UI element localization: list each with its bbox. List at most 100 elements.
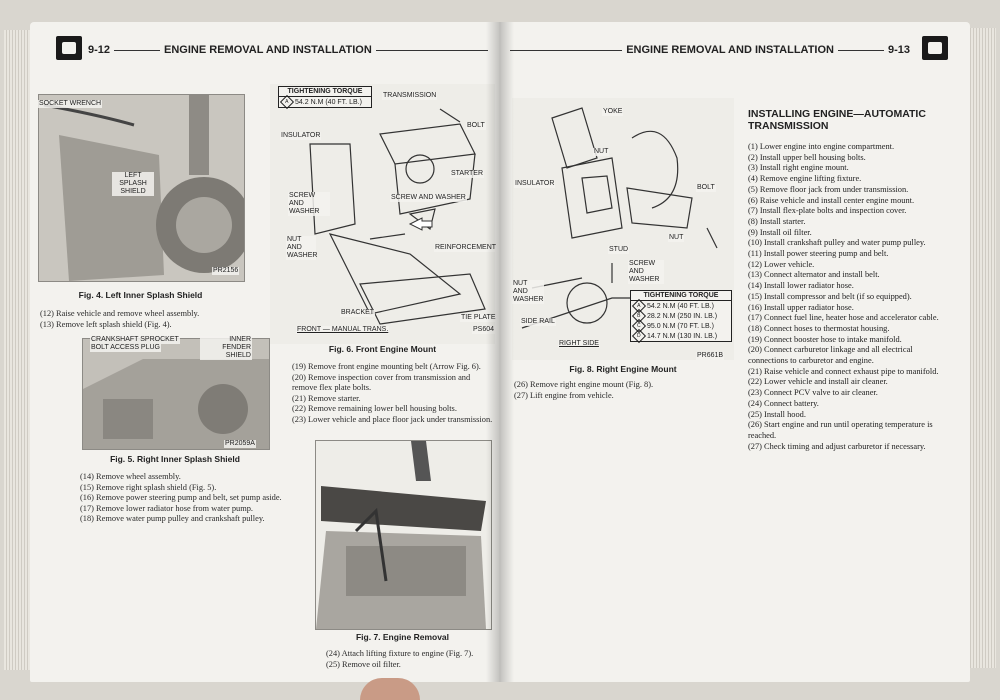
fig6-callout-insulator: INSULATOR: [280, 132, 322, 140]
paragraph: (19) Remove front engine mounting belt (…: [292, 362, 481, 371]
list-item: (11) Install power steering pump and bel…: [748, 249, 889, 259]
torque-badge-icon: D: [631, 328, 647, 344]
fig4-callout-id: PR2156: [212, 267, 240, 275]
torque-badge-icon: A: [279, 94, 295, 110]
fig6-callout-tie-plate: TIE PLATE: [460, 314, 497, 322]
fig4-caption: Fig. 4. Left Inner Splash Shield: [78, 290, 203, 300]
list-item: (20) Connect carburetor linkage and all …: [748, 345, 913, 366]
thumb: [360, 678, 420, 700]
fig5-callout-id: PR2059A: [224, 440, 256, 448]
fig8-callout-screw-and-washer: SCREW AND WASHER: [628, 260, 664, 284]
list-item: (6) Raise vehicle and install center eng…: [748, 195, 915, 205]
list-item: (13) Connect alternator and install belt…: [748, 270, 880, 280]
list-item: (17) Connect fuel line, heater hose and …: [748, 313, 939, 323]
paragraph: (16) Remove power steering pump and belt…: [80, 493, 282, 503]
fig8-callout-yoke: YOKE: [602, 108, 624, 116]
fig8-callout-insulator: INSULATOR: [514, 180, 556, 188]
paragraph: (13) Remove left splash shield (Fig. 4).: [40, 319, 172, 329]
paragraph: (20) Remove inspection cover from transm…: [292, 372, 471, 393]
section-title: INSTALLING ENGINE—AUTOMATIC TRANSMISSION: [748, 108, 926, 132]
fig4-callout-left-splash-shield: LEFT SPLASH SHIELD: [112, 172, 154, 196]
paragraph: (17) Remove lower radiator hose from wat…: [80, 503, 254, 513]
fig5-callout-crankshaft-sprocket: CRANKSHAFT SPROCKET: [90, 336, 180, 344]
fig8-callout-bolt: BOLT: [696, 184, 716, 192]
fig4-callout-socket-wrench: SOCKET WRENCH: [38, 100, 103, 108]
torque-table-title: TIGHTENING TORQUE: [279, 87, 371, 97]
text-block-4: (24) Attach lifting fixture to engine (F…: [326, 649, 500, 670]
list-item: (5) Remove floor jack from under transmi…: [748, 184, 909, 194]
list-item: (21) Raise vehicle and connect exhaust p…: [748, 366, 939, 376]
list-item: (18) Connect hoses to thermostat housing…: [748, 323, 890, 333]
fig8-callout-right-side: RIGHT SIDE: [558, 340, 600, 348]
list-item: (22) Lower vehicle and install air clean…: [748, 377, 888, 387]
list-item: (1) Lower engine into engine compartment…: [748, 142, 895, 151]
paragraph: (18) Remove water pump pulley and cranks…: [80, 514, 265, 524]
paragraph: (15) Remove right splash shield (Fig. 5)…: [80, 482, 217, 492]
fig8-caption: Fig. 8. Right Engine Mount: [569, 364, 677, 374]
text-block-2: (14) Remove wheel assembly. (15) Remove …: [80, 472, 286, 525]
list-item: (9) Install oil filter.: [748, 227, 812, 237]
paragraph: (25) Remove oil filter.: [326, 659, 401, 669]
engine-emblem-icon: [922, 36, 948, 60]
paragraph: (12) Raise vehicle and remove wheel asse…: [40, 309, 200, 318]
list-item: (7) Install flex-plate bolts and inspect…: [748, 206, 907, 216]
paragraph: (22) Remove remaining lower bell housing…: [292, 404, 457, 414]
fig6-callout-front-manual-trans: FRONT — MANUAL TRANS.: [296, 326, 390, 334]
right-page: ENGINE REMOVAL AND INSTALLATION 9-13 YOK…: [500, 22, 970, 682]
torque-value: 28.2 N.M (250 IN. LB.): [647, 312, 718, 320]
fig6-callout-bolt: BOLT: [466, 122, 486, 130]
list-item: (14) Install lower radiator hose.: [748, 281, 854, 291]
list-item: (23) Connect PCV valve to air cleaner.: [748, 388, 878, 398]
header-title: ENGINE REMOVAL AND INSTALLATION: [626, 44, 834, 56]
engine-emblem-icon: [56, 36, 82, 60]
figure-7-photo: [315, 440, 492, 630]
install-steps-list: (1) Lower engine into engine compartment…: [748, 142, 948, 452]
paragraph: (27) Lift engine from vehicle.: [514, 390, 614, 400]
text-block-3: (19) Remove front engine mounting belt (…: [292, 362, 497, 426]
paragraph: (14) Remove wheel assembly.: [80, 472, 181, 481]
paragraph: (24) Attach lifting fixture to engine (F…: [326, 649, 474, 658]
fig8-callout-nut: NUT: [593, 148, 610, 156]
text-block-1: (26) Remove right engine mount (Fig. 8).…: [514, 380, 734, 401]
fig6-callout-starter: STARTER: [450, 170, 485, 178]
list-item: (3) Install right engine mount.: [748, 163, 849, 173]
fig6-callout-screw-and-washer: SCREW AND WASHER: [288, 192, 330, 216]
fig6-callout-reinforcement: REINFORCEMENT: [434, 244, 498, 252]
list-item: (26) Start engine and run until operatin…: [748, 420, 933, 440]
fig8-callout-stud: STUD: [608, 246, 630, 254]
fig7-caption: Fig. 7. Engine Removal: [355, 632, 450, 642]
fig6-callout-nut-and-washer: NUT AND WASHER: [286, 236, 318, 260]
left-page-header: 9-12 ENGINE REMOVAL AND INSTALLATION: [88, 44, 488, 56]
fig8-callout-nut-and-washer: NUT AND WASHER: [512, 280, 544, 304]
list-item: (2) Install upper bell housing bolts.: [748, 152, 866, 162]
fig5-callout-inner-fender-shield: INNER FENDER SHIELD: [200, 336, 252, 360]
fig6-callout-id: PS604: [472, 326, 496, 334]
list-item: (10) Install crankshaft pulley and water…: [748, 238, 926, 248]
paragraph: (21) Remove starter.: [292, 393, 361, 403]
list-item: (25) Install hood.: [748, 409, 806, 419]
torque-table-title: TIGHTENING TORQUE: [631, 291, 731, 301]
fig6-callout-bracket: BRACKET: [340, 309, 376, 317]
torque-value: 54.2 N.M (40 FT. LB.): [647, 302, 714, 310]
book-gutter: [486, 22, 514, 682]
fig5-callout-bolt-access-plug: BOLT ACCESS PLUG: [90, 344, 161, 352]
list-item: (4) Remove engine lifting fixture.: [748, 174, 862, 184]
torque-value: 54.2 N.M (40 FT. LB.): [295, 98, 362, 106]
fig8-callout-nut-2: NUT: [668, 234, 685, 242]
page-number: 9-13: [887, 44, 910, 56]
header-title: ENGINE REMOVAL AND INSTALLATION: [164, 44, 372, 56]
paragraph: (26) Remove right engine mount (Fig. 8).: [514, 380, 654, 389]
splash-shield-illustration: [39, 95, 244, 281]
fig5-caption: Fig. 5. Right Inner Splash Shield: [110, 454, 240, 464]
list-item: (27) Check timing and adjust carburetor …: [748, 441, 926, 451]
left-page: 9-12 ENGINE REMOVAL AND INSTALLATION SOC…: [30, 22, 500, 682]
fig6-callout-screw-and-washer-2: SCREW AND WASHER: [390, 194, 467, 202]
list-item: (15) Install compressor and belt (if so …: [748, 291, 912, 301]
